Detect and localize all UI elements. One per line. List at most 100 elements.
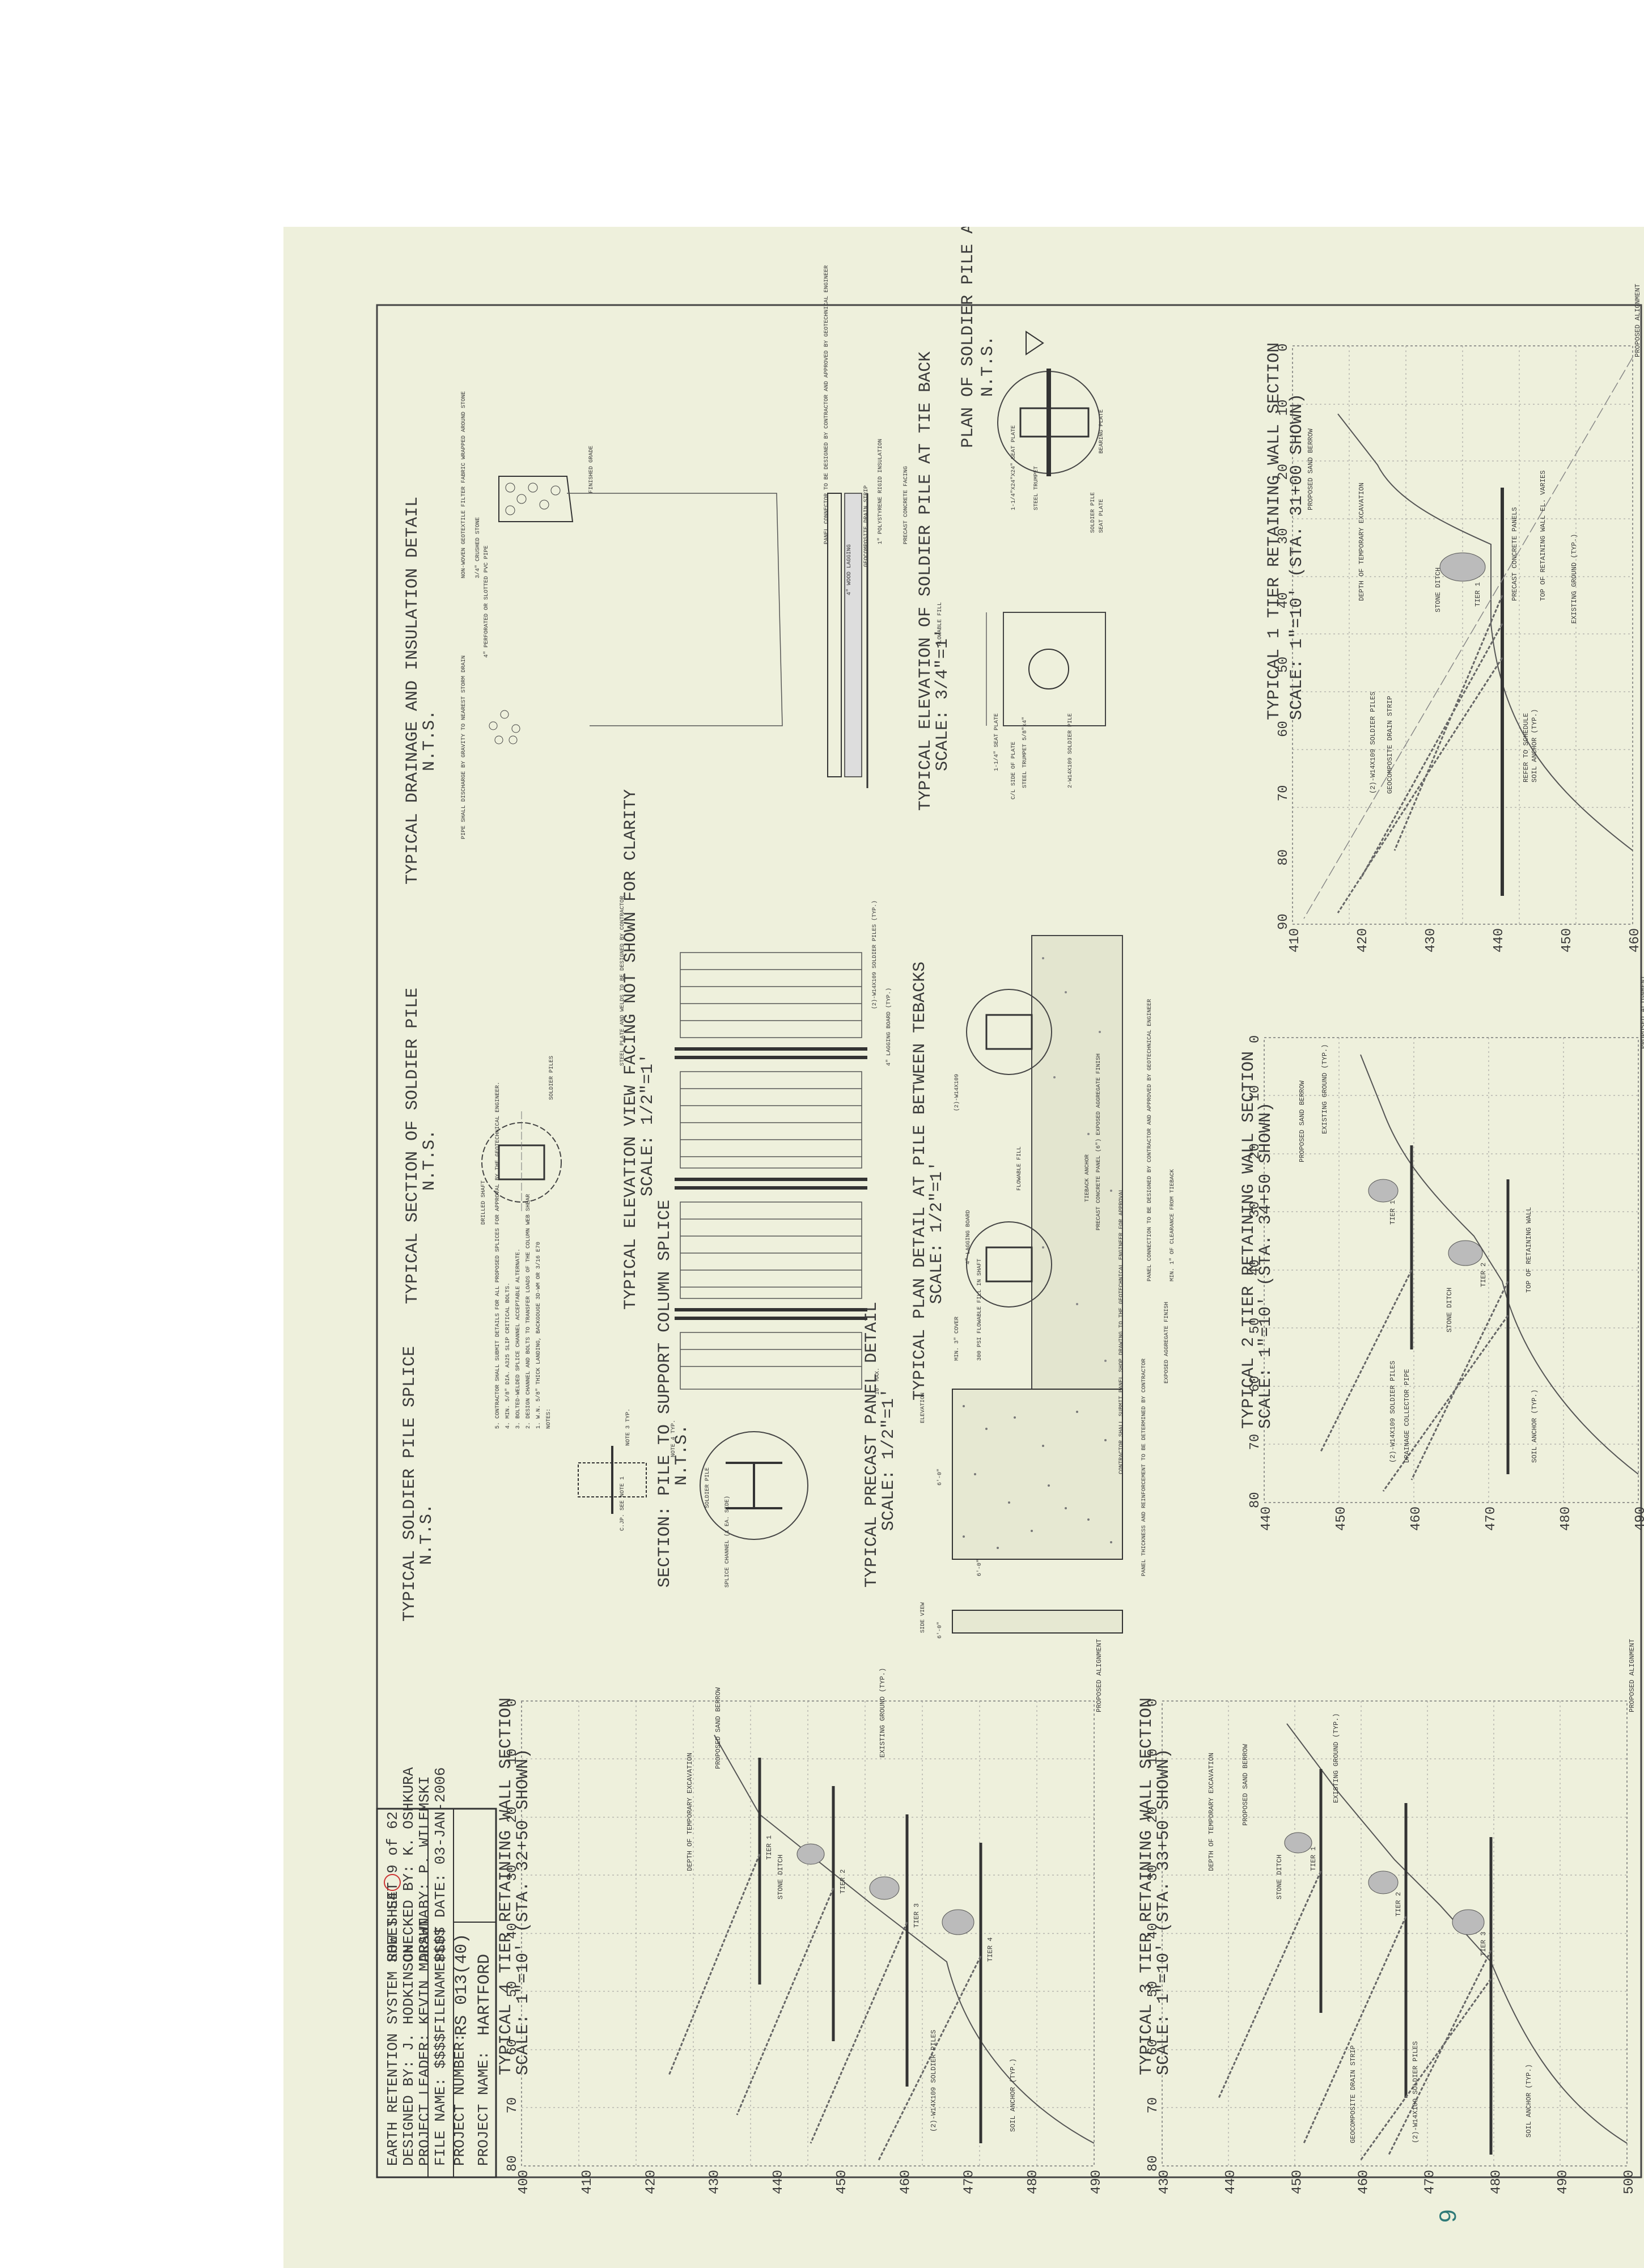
y-tick-label: 460: [1628, 928, 1643, 953]
detail-label: BEARING PLATE: [1099, 409, 1105, 454]
section-scale: SCALE: 1"=10' (STA. 31+00 SHOWN): [1287, 393, 1307, 720]
y-tick-label: 460: [898, 2170, 913, 2194]
x-tick-label: 20: [1248, 1143, 1263, 1160]
detail-label: (2)-W14X109: [954, 1074, 960, 1111]
x-tick-label: 40: [1276, 593, 1291, 609]
detail-label: 4" WOOD LAGGING: [846, 544, 853, 595]
x-tick-label: 0: [1146, 1699, 1161, 1707]
y-tick-label: 450: [1290, 2170, 1305, 2194]
detail-section-soldier-pile: TYPICAL SECTION OF SOLDIER PILE N.T.S. S…: [403, 896, 626, 1304]
detail-label: SOLDIER PILES: [549, 1056, 555, 1100]
section-title: TYPICAL 2 TIER RETAINING WALL SECTION: [1239, 1051, 1259, 1429]
detail-label: PRECAST CONCRETE FACING: [903, 466, 909, 544]
stone-ditch: [796, 1843, 825, 1865]
x-tick-label: 70: [1276, 785, 1291, 802]
detail-label: (2)-W14X109 SOLDIER PILES (TYP.): [871, 900, 878, 1009]
section-grid-frame: [1264, 1037, 1639, 1503]
section-label: DEPTH OF TEMPORARY EXCAVATION: [1207, 1753, 1215, 1871]
section-1-tier: TYPICAL 1 TIER RETAINING WALL SECTION SC…: [1265, 284, 1643, 953]
y-tick-label: 400: [516, 2170, 532, 2194]
trumpet-hole: [1028, 649, 1069, 689]
sheet-border: [376, 304, 1642, 2178]
soil-anchors: [668, 1854, 982, 2161]
section-label: PROPOSED ALIGNMENT: [1639, 975, 1644, 1049]
x-tick-label: 0: [1248, 1035, 1263, 1043]
detail-scale: N.T.S.: [417, 1504, 437, 1565]
section-label: (2)-W14X109 SOLDIER PILES: [1369, 692, 1377, 794]
detail-label: FLOWABLE FILL: [1016, 1146, 1023, 1191]
section-gridlines: [1264, 1038, 1638, 1503]
stone-ditch: [1439, 552, 1486, 582]
detail-title: TYPICAL SECTION OF SOLDIER PILE: [403, 988, 422, 1304]
section-label: TIER 3: [913, 1903, 921, 1928]
x-tick-label: 40: [1146, 1923, 1161, 1939]
detail-label: FINISHED GRADE: [588, 446, 595, 493]
soldier-piles-elevation: [675, 1047, 867, 1320]
x-tick-label: 30: [1248, 1201, 1263, 1218]
y-tick-label: 440: [1259, 1507, 1274, 1531]
y-tick-label: 430: [707, 2170, 723, 2194]
detail-label: FLOWABLE FILL: [937, 602, 943, 646]
y-tick-label: 450: [834, 2170, 850, 2194]
x-tick-label: 50: [1276, 657, 1291, 673]
x-tick-label: 10: [1248, 1085, 1263, 1102]
crushed-stone-pattern-lower: [489, 710, 520, 744]
plan-drawing: TYPICAL 1 TIER RETAINING WALL SECTION SC…: [376, 227, 1644, 2194]
section-label: TIER 4: [986, 1937, 994, 1962]
detail-title: TYPICAL PLAN DETAIL AT PILE BETWEEN TEBA…: [910, 962, 930, 1400]
section-scale: SCALE: 1"=10' (STA. 34+50 SHOWN): [1256, 1102, 1276, 1429]
detail-scale: SCALE: 1/2"=1': [638, 1053, 658, 1196]
x-tick-label: 60: [1248, 1376, 1263, 1392]
section-label: PROPOSED ALIGNMENT: [1095, 1639, 1103, 1712]
detail-label: C/L SIDE OF PLATE: [1010, 742, 1017, 799]
y-tick-label: 470: [962, 2170, 977, 2194]
section-label: SOIL ANCHOR (TYP.): [1531, 709, 1539, 782]
existing-ground-line: [1360, 1054, 1639, 1475]
project-number: RS 013(40): [452, 1933, 472, 2036]
section-gridlines: [1293, 346, 1633, 924]
x-tick-label: 50: [1146, 1981, 1161, 1998]
detail-label: PANEL CONNECTOR TO BE DESIGNED BY CONTRA…: [824, 265, 830, 544]
detail-label: NOTE 4 TYP.: [671, 1420, 677, 1457]
section-scale: SCALE: 1"=10' (STA. 33+50 SHOWN): [1154, 1749, 1173, 2075]
x-tick-label: 10: [505, 1749, 520, 1765]
soil-anchors: [1337, 595, 1503, 913]
detail-label: 3/4" CRUSHED STONE: [474, 517, 481, 578]
section-label: PRECAST CONCRETE PANELS: [1511, 507, 1519, 601]
detail-label: 6'-0": [937, 1469, 943, 1486]
project-name-label: PROJECT NAME:: [475, 2051, 492, 2166]
detail-label: DRILLED SHAFT: [481, 1180, 487, 1225]
detail-label: C.JP. SEE NOTE 1: [620, 1476, 626, 1531]
detail-elevation-view: TYPICAL ELEVATION VIEW FACING NOT SHOWN …: [621, 789, 892, 1395]
section-label: PROPOSED SAND BERROW: [1298, 1080, 1306, 1162]
detail-splice-section: SECTION: PILE TO SUPPORT COLUMN SPLICE N…: [655, 1200, 808, 1588]
detail-elevation-soldier-pile: TYPICAL ELEVATION OF SOLDIER PILE AT TIE…: [916, 352, 1106, 811]
x-tick-label: 0: [1276, 344, 1291, 352]
detail-title: PLAN OF SOLDIER PILE AT TIEBACK: [959, 227, 978, 448]
y-tick-label: 420: [643, 2170, 659, 2194]
x-tick-label: 30: [1276, 528, 1291, 544]
section-label: PROPOSED ALIGNMENT: [1628, 1639, 1636, 1712]
x-tick-label: 90: [1276, 913, 1291, 930]
detail-label: 4" LAGGING BOARD (TYP.): [885, 988, 892, 1066]
section-title: TYPICAL 1 TIER RETAINING WALL SECTION: [1265, 342, 1284, 720]
y-tick-label: 420: [1355, 928, 1371, 953]
notes-heading: NOTES:: [546, 1408, 552, 1429]
y-tick-label: 470: [1423, 2170, 1438, 2194]
detail-plan-between-tiebacks: TYPICAL PLAN DETAIL AT PILE BETWEEN TEBA…: [910, 935, 1176, 1401]
detail-label: MIN. 3" COVER: [954, 1317, 960, 1361]
x-tick-label: 70: [505, 2097, 520, 2114]
stone-ditch: [942, 1909, 974, 1935]
note-line: 1. W.N. 5/8" THICK LANDING, BACKGOUGE 3D…: [535, 1242, 542, 1429]
x-tick-label: 30: [505, 1865, 520, 1881]
note-line: 4. MIN. 5/8" DIA. A325 SLIP CRITICAL BOL…: [505, 1283, 511, 1429]
y-tick-label: 440: [1223, 2170, 1239, 2194]
detail-title: TYPICAL ELEVATION VIEW FACING NOT SHOWN …: [621, 789, 641, 1310]
designed-by: DESIGNED BY: J. HODKINSON: [400, 1945, 417, 2166]
x-tick-label: 20: [505, 1806, 520, 1823]
section-label: DEPTH OF TEMPORARY EXCAVATION: [686, 1753, 694, 1871]
stone-ditch: [1284, 1832, 1312, 1854]
crushed-stone-pattern: [505, 483, 561, 515]
